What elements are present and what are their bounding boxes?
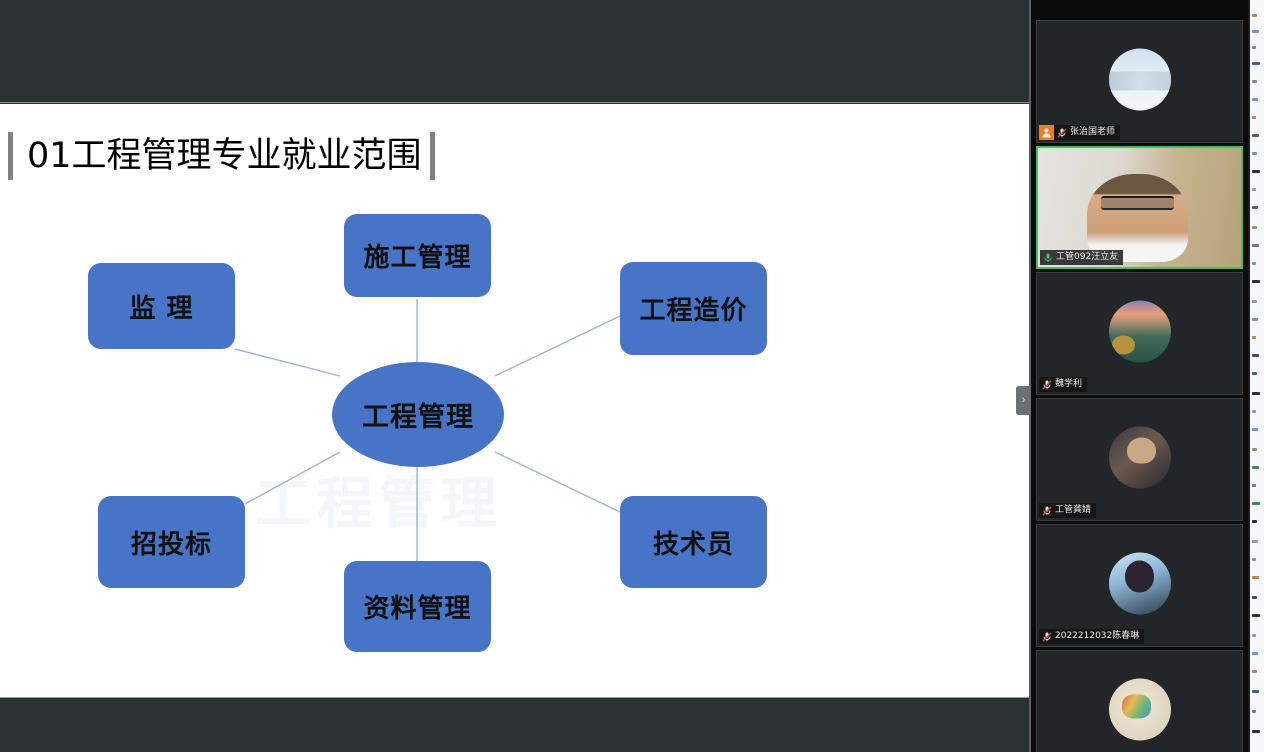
participant-name-tag: 工管092汪立友 (1040, 250, 1124, 265)
avatar (1108, 678, 1171, 741)
edge-center-jishuyuan (494, 451, 621, 513)
participant-tile[interactable]: 魏学利 (1036, 272, 1243, 395)
participant-name: 张治国老师 (1070, 127, 1116, 137)
node-label: 资料管理 (363, 594, 472, 624)
node-label: 技术员 (652, 529, 734, 560)
participant-name-tag: 2022212032陈春琳 (1039, 629, 1145, 644)
page-title: 01工程管理专业就业范围 (8, 130, 435, 182)
title-right-accent-bar (429, 132, 435, 180)
node-label: 监 理 (129, 293, 194, 324)
participant-tile[interactable]: 2022212032陈春琳 (1036, 524, 1243, 647)
participant-name: 魏学利 (1055, 379, 1083, 389)
participant-name-tag: 工管龚婧 (1039, 503, 1097, 518)
participant-name-tag: 张治国老师 (1039, 125, 1121, 140)
participant-tile[interactable]: 工管龚婧 (1036, 398, 1243, 521)
node-ziliaoguanli[interactable]: 资料管理 (344, 561, 491, 652)
title-text: 01工程管理专业就业范围 (27, 136, 422, 176)
edge-center-zhaotoubiao (244, 451, 341, 505)
node-label: 工程管理 (362, 402, 474, 433)
node-jianli[interactable]: 监 理 (88, 263, 235, 349)
participant-tile[interactable] (1036, 650, 1243, 752)
host-badge-icon (1039, 125, 1054, 140)
slide-watermark: 工程管理 (255, 472, 503, 535)
participant-video-panel[interactable]: 张治国老师 工管092汪立友 (1031, 0, 1248, 752)
participant-tile[interactable]: 张治国老师 (1036, 20, 1243, 143)
share-bottom-letterbox (0, 697, 1031, 752)
avatar (1108, 300, 1171, 363)
edge-center-jianli (234, 348, 341, 377)
mic-muted-icon (1039, 629, 1054, 644)
avatar (1108, 426, 1171, 489)
background-window-sliver[interactable] (1248, 0, 1264, 752)
node-jishuyuan[interactable]: 技术员 (620, 496, 767, 588)
avatar (1108, 552, 1171, 615)
participant-name: 2022212032陈春琳 (1055, 631, 1140, 641)
participant-name: 工管龚婧 (1055, 505, 1092, 515)
edge-center-zaojia (494, 315, 621, 377)
title-left-accent-bar (8, 132, 13, 180)
node-label: 招投标 (130, 529, 212, 560)
mic-muted-icon (1039, 503, 1054, 518)
diagram-connectors (234, 299, 621, 561)
mic-unmuted-icon (1040, 250, 1055, 265)
node-center-gongchengguanli[interactable]: 工程管理 (332, 362, 504, 467)
node-label: 施工管理 (363, 243, 472, 273)
window-edge (1248, 0, 1250, 752)
participant-video-feed (1038, 148, 1241, 267)
panel-divider (1029, 0, 1031, 752)
shared-screen-area: 工程管理 01工程管理专业就业范围 (0, 0, 1031, 752)
node-label: 工程造价 (639, 296, 748, 326)
participant-tile-active-speaker[interactable]: 工管092汪立友 (1036, 146, 1243, 269)
node-zhaotoubiao[interactable]: 招投标 (98, 496, 245, 588)
radial-diagram: 施工管理 工程造价 技术员 资料管理 招投标 (0, 104, 1031, 697)
mic-muted-icon (1039, 377, 1054, 392)
node-shigongguanli[interactable]: 施工管理 (344, 214, 491, 297)
collapse-panel-button[interactable]: › (1016, 386, 1031, 415)
node-gongchengzaojia[interactable]: 工程造价 (620, 262, 767, 355)
participant-name-tag: 魏学利 (1039, 377, 1088, 392)
avatar (1108, 48, 1171, 111)
participant-name: 工管092汪立友 (1056, 252, 1119, 262)
share-top-letterbox (0, 0, 1031, 103)
mic-muted-icon (1054, 125, 1069, 140)
presentation-slide: 工程管理 01工程管理专业就业范围 (0, 104, 1031, 697)
